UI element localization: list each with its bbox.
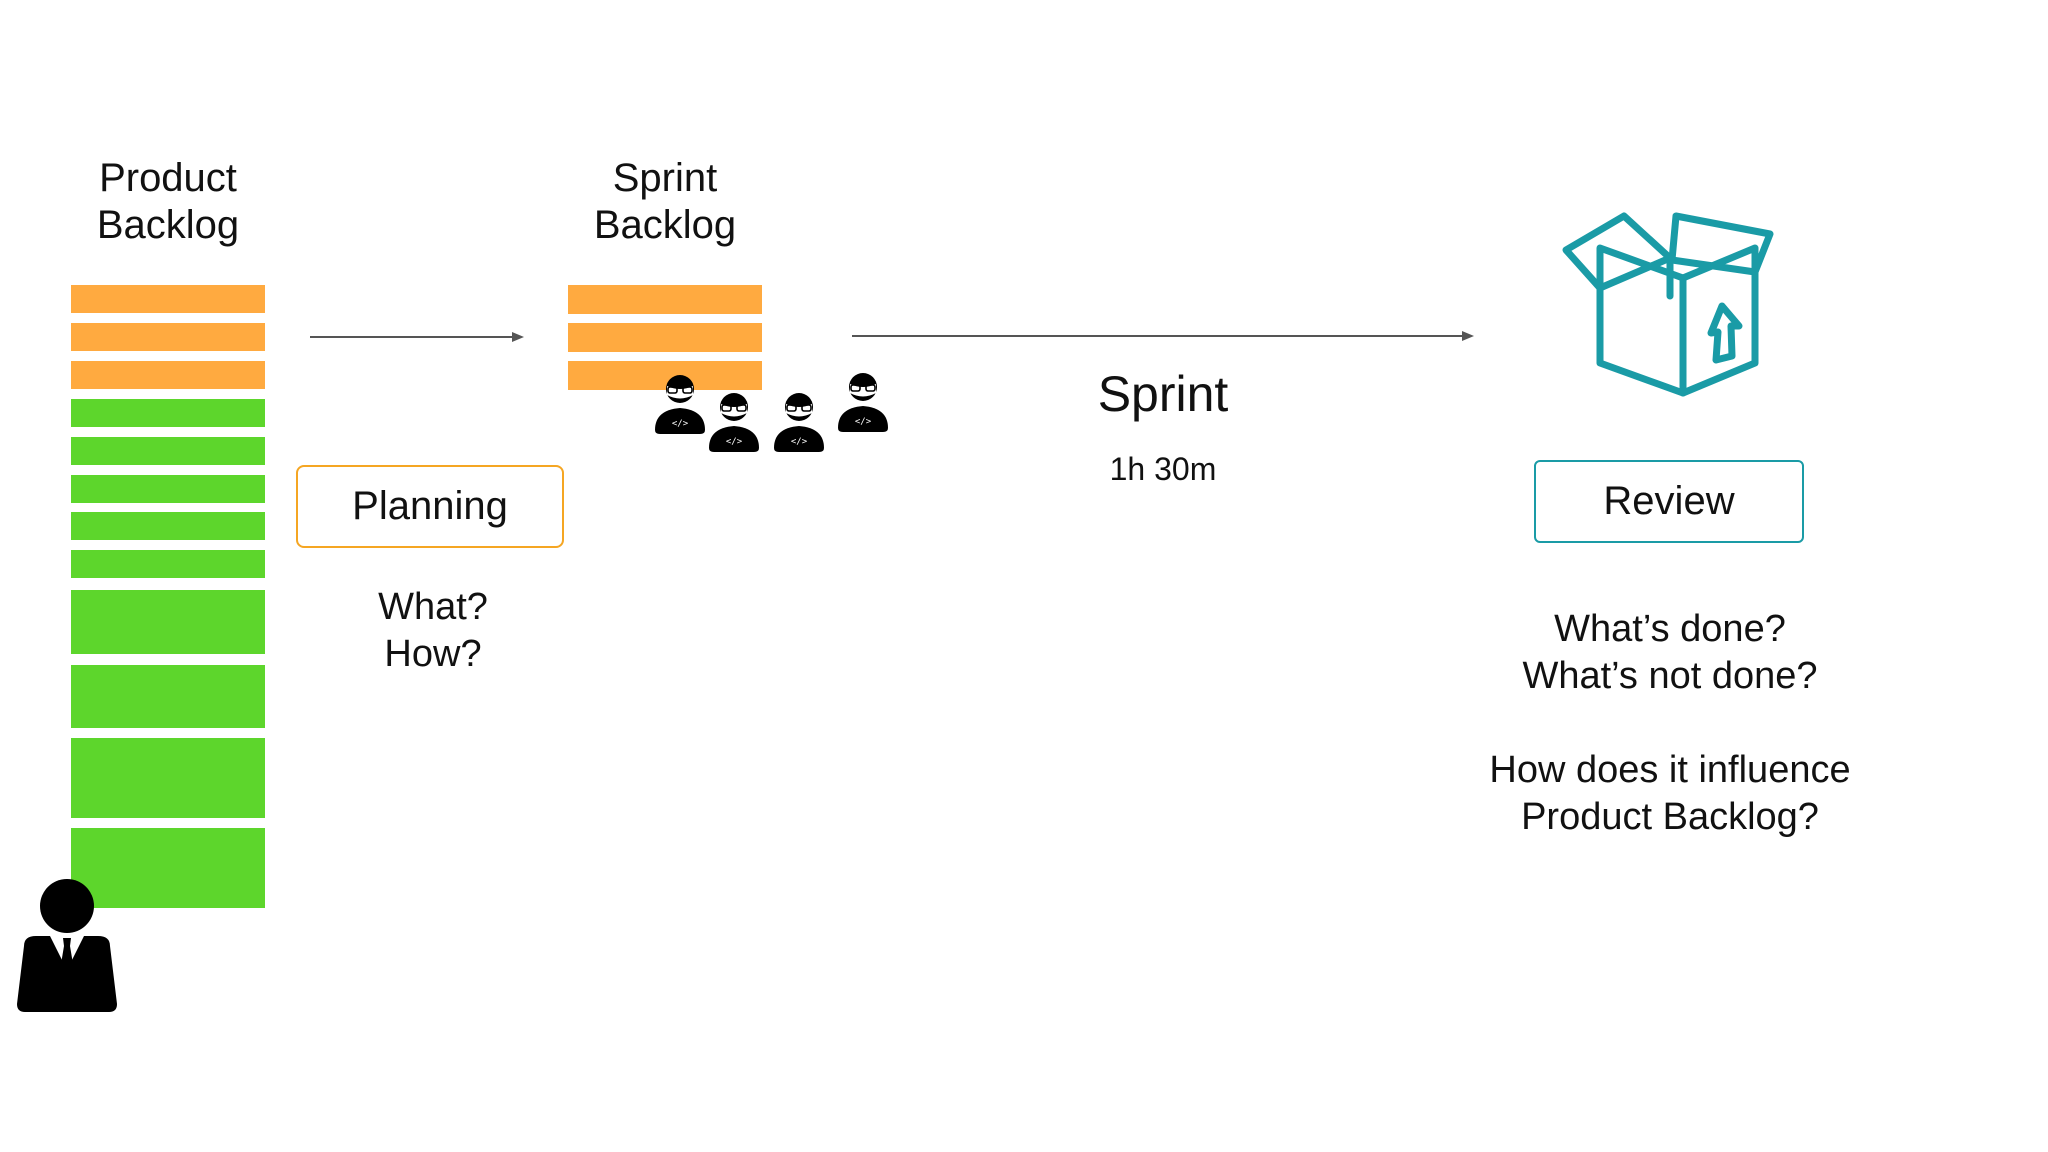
- backlog-item: [71, 665, 265, 728]
- developer-icon: </>: [838, 373, 888, 432]
- review-influence-question: How does it influence Product Backlog?: [1420, 747, 1920, 841]
- product-backlog-title-line2: Backlog: [96, 203, 240, 247]
- review-question-not-done: What’s not done?: [1522, 655, 1818, 697]
- review-influence-line2: Product Backlog?: [1521, 796, 1819, 838]
- svg-text:</>: </>: [672, 419, 689, 429]
- review-label: Review: [1603, 479, 1735, 523]
- svg-text:</>: </>: [855, 417, 872, 427]
- backlog-item: [71, 323, 265, 351]
- planning-label: Planning: [352, 484, 508, 528]
- developer-icon: </>: [655, 375, 705, 434]
- sprint-backlog-item: [568, 285, 762, 314]
- developer-icon: </>: [774, 393, 824, 452]
- backlog-item: [71, 399, 265, 427]
- backlog-item: [71, 512, 265, 540]
- backlog-item: [71, 590, 265, 654]
- svg-text:</>: </>: [791, 437, 808, 447]
- sprint-duration: 1h 30m: [1109, 451, 1217, 487]
- backlog-item: [71, 550, 265, 578]
- backlog-item: [71, 437, 265, 465]
- planning-question-what: What?: [378, 586, 488, 628]
- developer-icon: </>: [709, 393, 759, 452]
- product-backlog-title-line1: Product: [99, 156, 237, 200]
- backlog-item: [71, 828, 265, 908]
- planning-question-how: How?: [384, 633, 482, 675]
- planning-arrow: [310, 332, 524, 342]
- product-owner-icon: [17, 879, 117, 1012]
- sprint-backlog-item: [568, 361, 762, 390]
- sprint-backlog-item: [568, 323, 762, 352]
- review-button[interactable]: Review: [1534, 460, 1804, 543]
- product-backlog-title: Product Backlog: [58, 155, 278, 249]
- sprint-label: Sprint: [1097, 366, 1229, 422]
- backlog-item: [71, 475, 265, 503]
- backlog-item: [71, 361, 265, 389]
- planning-questions: What? How?: [333, 584, 533, 678]
- sprint-backlog-title: Sprint Backlog: [555, 155, 775, 249]
- open-box-icon: [1562, 212, 1774, 397]
- planning-button[interactable]: Planning: [296, 465, 564, 548]
- svg-text:</>: </>: [726, 437, 743, 447]
- backlog-item: [71, 738, 265, 818]
- review-question-done: What’s done?: [1554, 608, 1786, 650]
- sprint-backlog-title-line1: Sprint: [612, 156, 718, 200]
- review-influence-line1: How does it influence: [1489, 749, 1851, 791]
- sprint-backlog-title-line2: Backlog: [593, 203, 737, 247]
- sprint-arrow: [852, 331, 1474, 341]
- review-questions: What’s done? What’s not done?: [1420, 606, 1920, 700]
- backlog-item: [71, 285, 265, 313]
